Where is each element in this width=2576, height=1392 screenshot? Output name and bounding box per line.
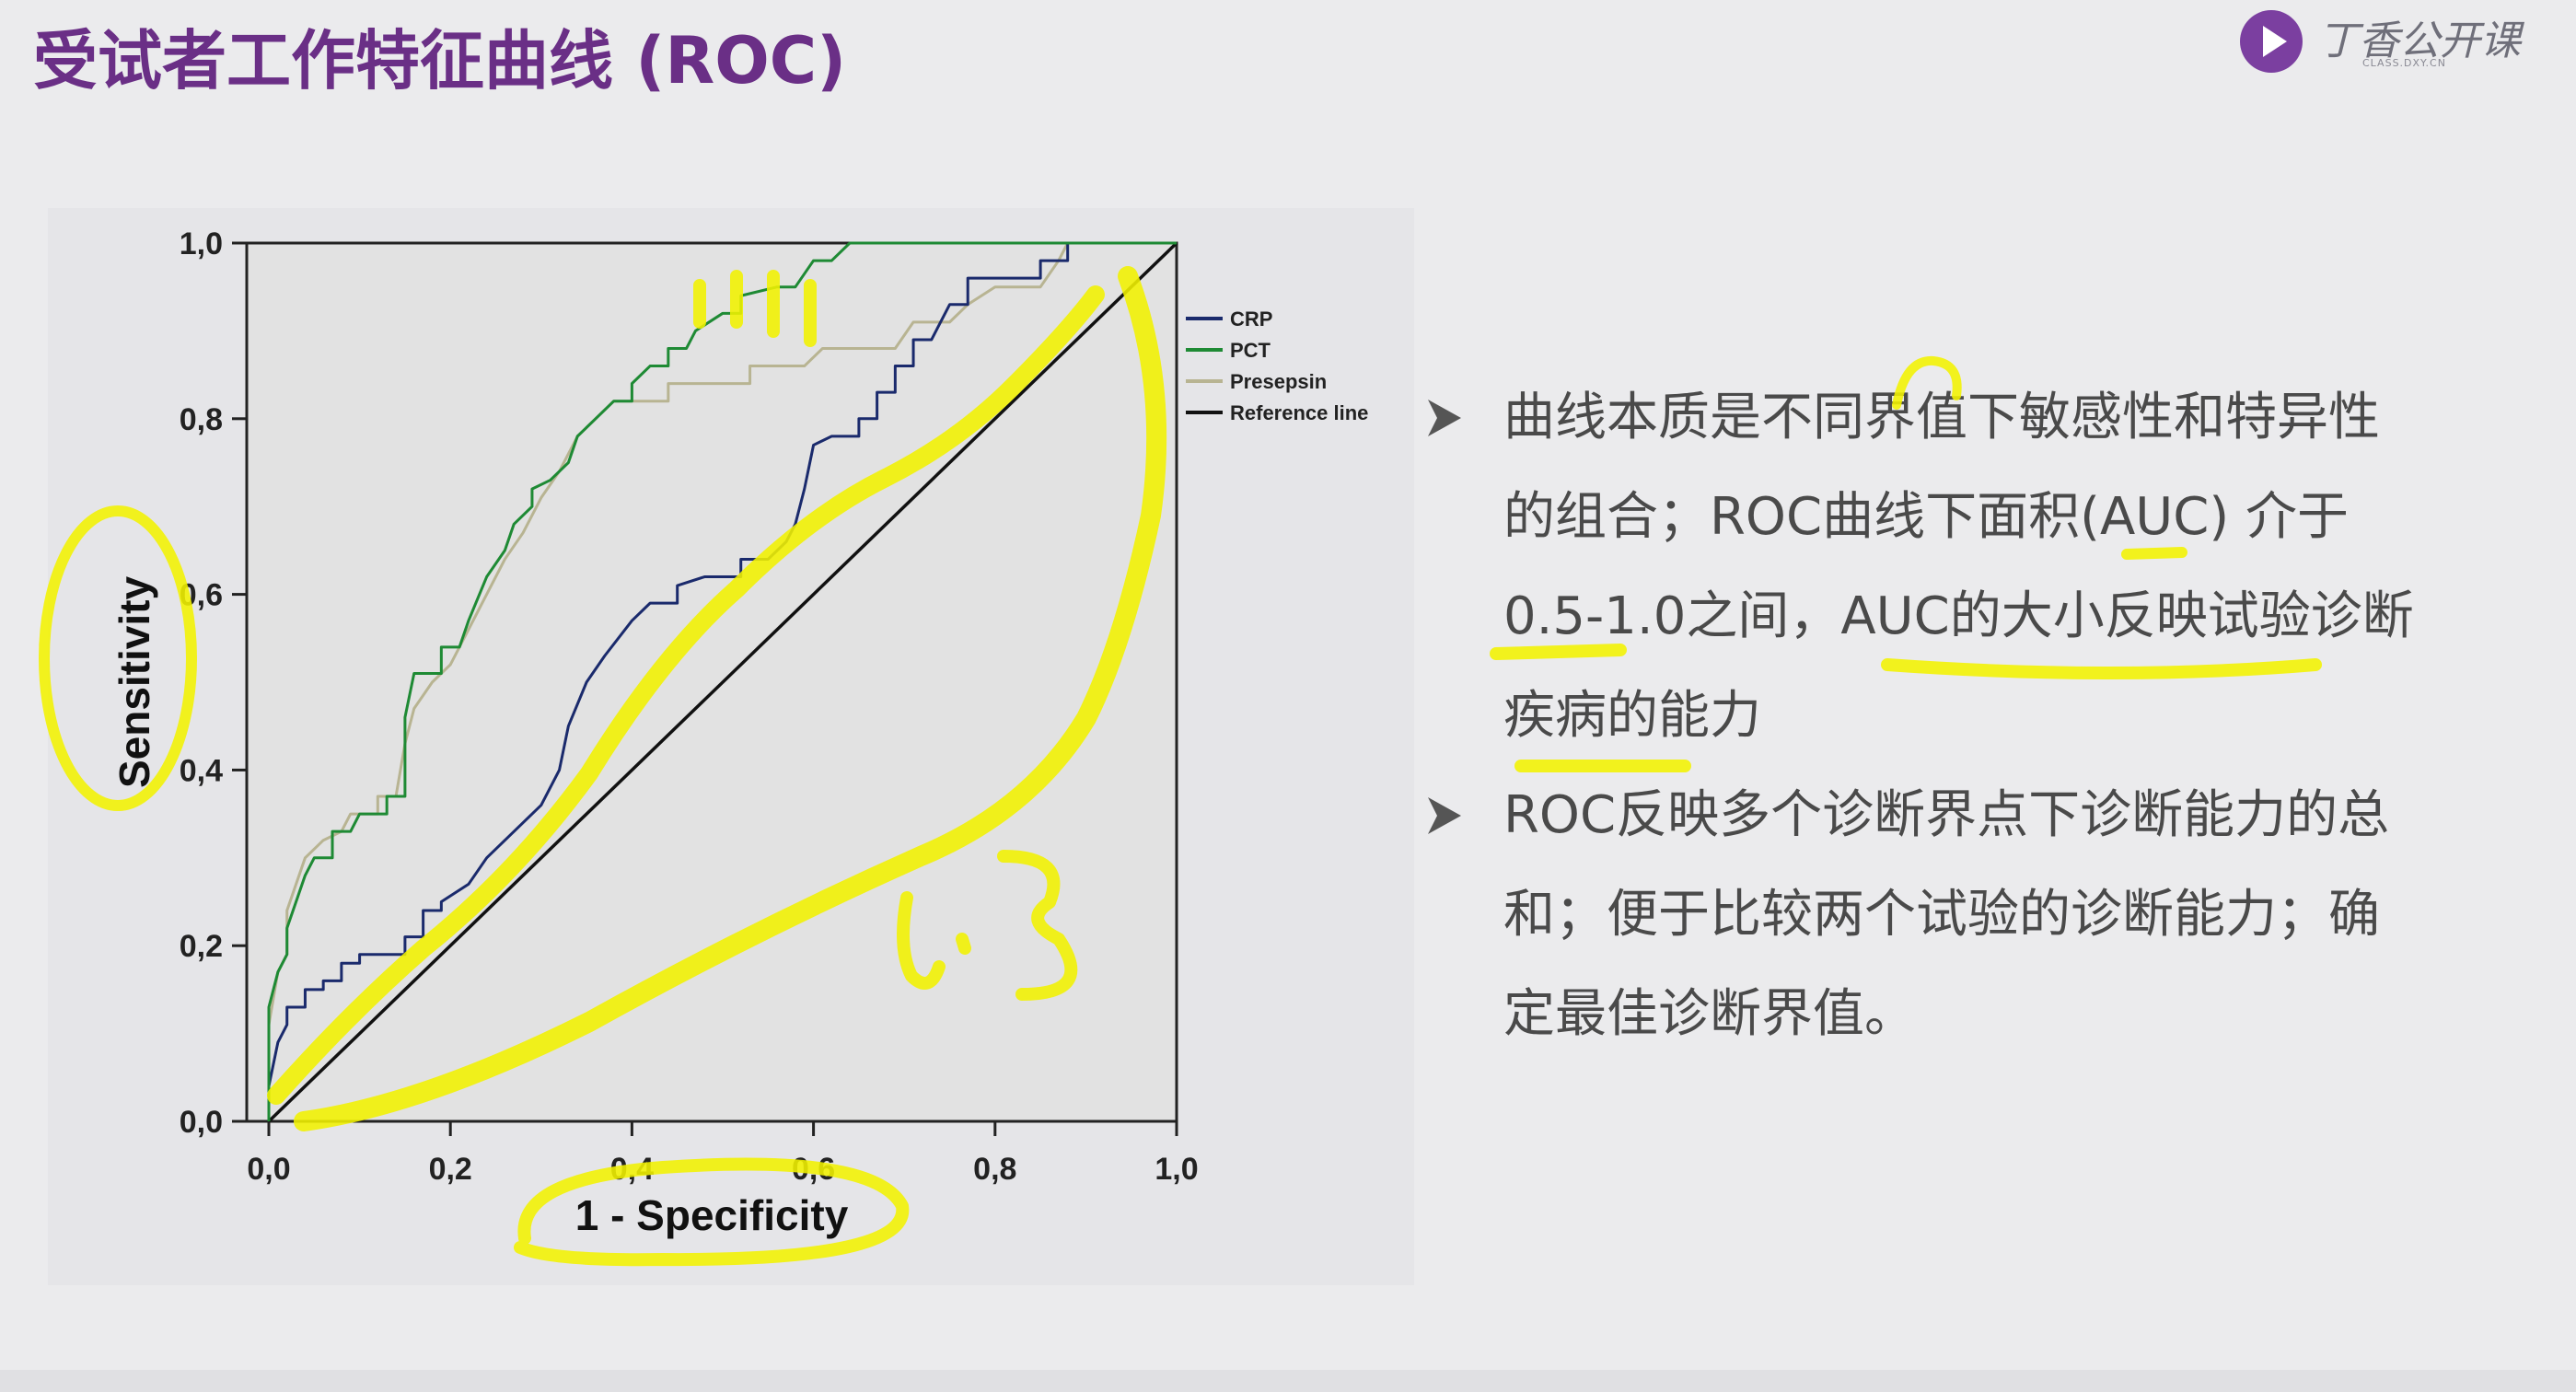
x-tick-label: 0,4 xyxy=(610,1152,654,1187)
y-tick-label: 0,0 xyxy=(180,1105,223,1140)
bullet-line: 定最佳诊断界值。 xyxy=(1503,984,1916,1044)
arrow-bullet-icon xyxy=(1428,400,1461,436)
x-tick-label: 0,8 xyxy=(973,1152,1016,1187)
legend-label: PCT xyxy=(1230,339,1271,362)
roc-chart: 0,0 0,2 0,4 0,6 0,8 1,0 0,0 0,2 0,4 0,6 0,8 1,0 Se… xyxy=(110,226,1368,1239)
x-tick-label: 0,0 xyxy=(247,1152,290,1187)
x-tick-label: 1,0 xyxy=(1155,1152,1198,1187)
y-tick-label: 0,2 xyxy=(180,929,223,964)
x-tick-label: 0,2 xyxy=(429,1152,472,1187)
chart-panel: 0,0 0,2 0,4 0,6 0,8 1,0 0,0 0,2 0,4 0,6 0,8 1,0 Se… xyxy=(48,208,1414,1285)
play-triangle-icon xyxy=(2240,10,2303,73)
bullet-line: ROC反映多个诊断界点下诊断能力的总 xyxy=(1503,785,2390,845)
x-tick-label: 0,6 xyxy=(792,1152,835,1187)
logo: 丁香公开课 CLASS.DXY.CN xyxy=(2237,2,2569,85)
bullet-line: 和；便于比较两个试验的诊断能力；确 xyxy=(1503,885,2380,945)
bullet-line: 0.5-1.0之间，AUC的大小反映试验诊断 xyxy=(1503,586,2414,646)
bullet-line: 疾病的能力 xyxy=(1503,686,1761,746)
bullet-item-roc: ROC反映多个诊断界点下诊断能力的总 和；便于比较两个试验的诊断能力；确 定最佳… xyxy=(1422,766,2481,1064)
x-axis-title: 1 - Specificity xyxy=(575,1191,849,1239)
y-tick-label: 0,6 xyxy=(180,578,223,613)
bottom-strip xyxy=(0,1370,2576,1392)
bullet-list: 曲线本质是不同界值下敏感性和特异性 的组合；ROC曲线下面积(AUC) 介于 0… xyxy=(1422,368,2481,1064)
y-axis-title: Sensitivity xyxy=(110,576,158,789)
y-tick-label: 0,8 xyxy=(180,402,223,437)
bullet-line: 曲线本质是不同界值下敏感性和特异性 xyxy=(1503,388,2380,447)
slide-title: 受试者工作特征曲线 (ROC) xyxy=(33,23,847,99)
bullet-item-auc: 曲线本质是不同界值下敏感性和特异性 的组合；ROC曲线下面积(AUC) 介于 0… xyxy=(1422,368,2481,766)
legend-label: CRP xyxy=(1230,307,1272,331)
y-tick-label: 1,0 xyxy=(180,226,223,261)
legend-label: Reference line xyxy=(1230,401,1368,424)
bullet-line: 的组合；ROC曲线下面积(AUC) 介于 xyxy=(1503,487,2349,547)
plot-area xyxy=(245,241,1178,1123)
legend-label: Presepsin xyxy=(1230,370,1327,393)
y-tick-label: 0,4 xyxy=(180,753,223,788)
logo-subtitle: CLASS.DXY.CN xyxy=(2362,57,2446,69)
logo-text: 丁香公开课 xyxy=(2318,17,2521,64)
arrow-bullet-icon xyxy=(1428,797,1461,834)
